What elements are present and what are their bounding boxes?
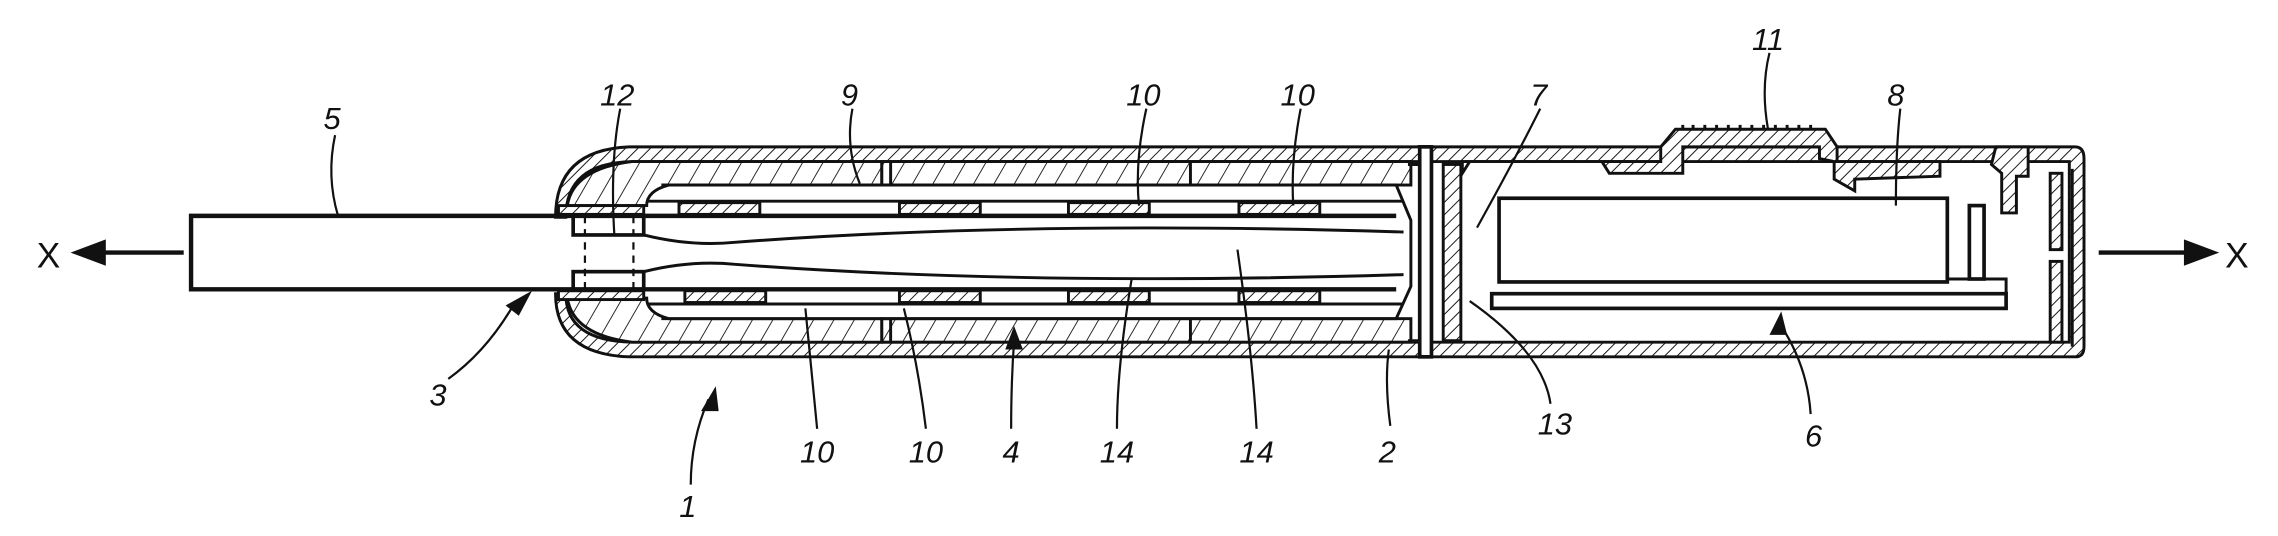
label-bore-2: 14: [1239, 435, 1273, 470]
axis-label-left: X: [37, 236, 61, 275]
label-opening: 3: [429, 377, 446, 412]
seal: [557, 204, 646, 302]
axis-label-right: X: [2225, 236, 2249, 275]
label-button: 11: [1752, 22, 1784, 57]
reference-labels: 5 12 9 10 10 7 11 8 3 1 10 10 4 14 14 2 …: [324, 22, 1905, 524]
circuit-board: [1489, 291, 2008, 311]
label-rod: 5: [324, 101, 342, 136]
label-contact: 13: [1538, 407, 1572, 442]
rod: [188, 213, 1404, 292]
label-partition: 7: [1530, 78, 1549, 113]
label-coil-assembly: 4: [1003, 435, 1020, 470]
axis-arrow-right: X: [2098, 236, 2249, 275]
label-coil-bottom-2: 10: [909, 435, 943, 470]
axis-arrow-left: X: [37, 236, 184, 275]
label-housing: 2: [1378, 435, 1396, 470]
label-housing-assembly: 1: [679, 489, 696, 524]
button: [1681, 124, 1813, 130]
housing: [554, 145, 2086, 359]
label-electronics: 6: [1805, 418, 1823, 453]
electronics-compartment: [1460, 124, 2074, 347]
battery: [1497, 196, 1950, 284]
label-seal: 12: [600, 78, 634, 113]
label-coil-top-1: 10: [1126, 78, 1160, 113]
leader-arrowheads: [505, 290, 1788, 412]
label-coil-top-2: 10: [1281, 78, 1315, 113]
label-coil-bottom-1: 10: [800, 435, 834, 470]
label-bore-1: 14: [1100, 435, 1134, 470]
label-battery: 8: [1887, 78, 1904, 113]
label-sleeve: 9: [841, 78, 858, 113]
